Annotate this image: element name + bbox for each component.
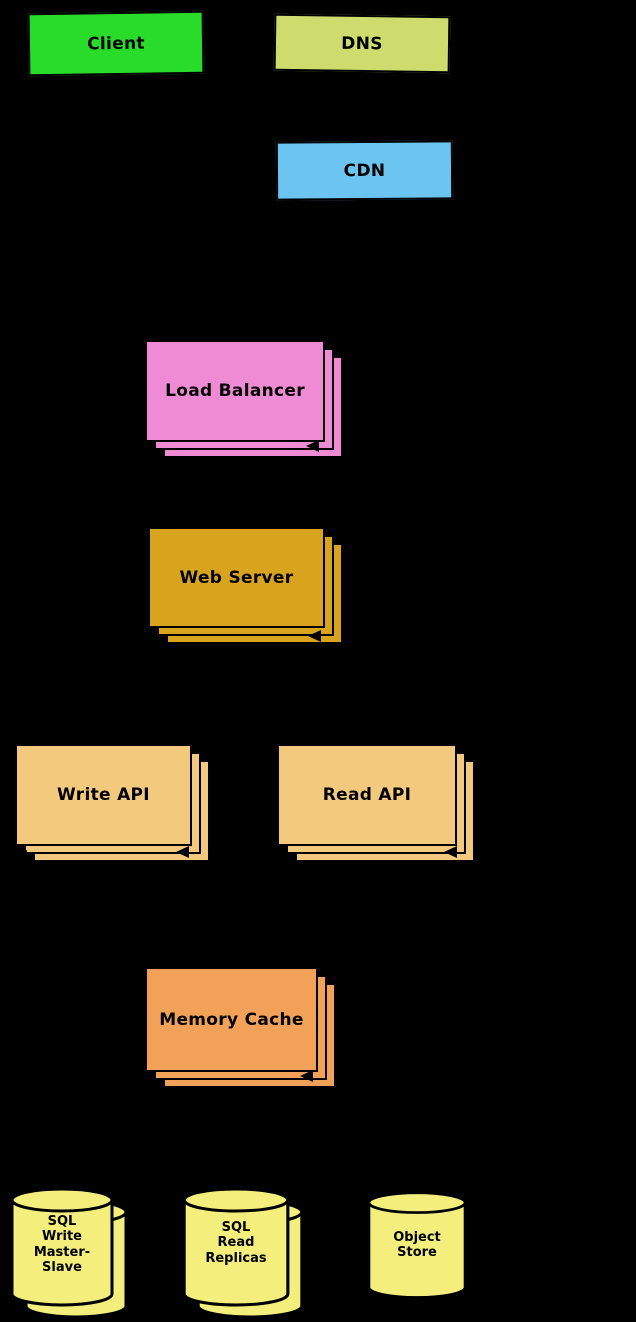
read-api-label: Read API [322,785,412,805]
dns-label: DNS [341,33,383,54]
write-api-label: Write API [57,785,150,805]
node-memory-cache: Memory Cache [145,967,336,1088]
node-dns: DNS [273,13,451,74]
load-balancer-label: Load Balancer [165,381,305,401]
memory-cache-label: Memory Cache [159,1009,304,1030]
object-store-cylinder [367,1191,467,1299]
node-write-api: Write API [15,744,210,862]
node-sql-read-replicas: SQL Read Replicas SQL Read Replicas [180,1186,304,1319]
arrowhead-icon [14,850,27,862]
sql-write-master-slave-label: SQL Write Master- Slave [33,1214,91,1275]
arrowhead-icon [176,846,189,858]
read-api-shape: Read API [277,744,457,846]
arrowhead-icon [300,1070,313,1082]
arrowhead-icon [308,630,321,642]
node-load-balancer: Load Balancer [145,340,343,458]
memory-cache-shape: Memory Cache [145,967,318,1072]
arrowhead-icon [306,440,319,452]
arrowhead-icon [444,846,457,858]
sql-read-replicas-label: SQL Read Replicas [205,1220,267,1266]
cdn-label: CDN [343,160,386,181]
node-client: Client [27,10,205,77]
sql-write-master-slave-cylinder [10,1187,114,1307]
node-object-store: Object Store [365,1190,469,1302]
node-cdn: CDN [275,140,454,201]
client-label: Client [87,33,145,54]
load-balancer-shape: Load Balancer [145,340,325,442]
object-store-label: Object Store [393,1230,441,1261]
node-web-server: Web Server [148,527,343,644]
cdn-shape: CDN [275,140,454,201]
dns-shape: DNS [273,13,451,74]
node-read-api: Read API [277,744,475,862]
write-api-shape: Write API [15,744,192,846]
web-server-label: Web Server [179,567,294,588]
sql-read-replicas-cylinder [182,1187,290,1307]
web-server-shape: Web Server [148,527,325,628]
node-sql-write-master-slave: SQL Write Master- Slave SQL Write Master… [8,1186,128,1319]
client-shape: Client [27,10,205,77]
